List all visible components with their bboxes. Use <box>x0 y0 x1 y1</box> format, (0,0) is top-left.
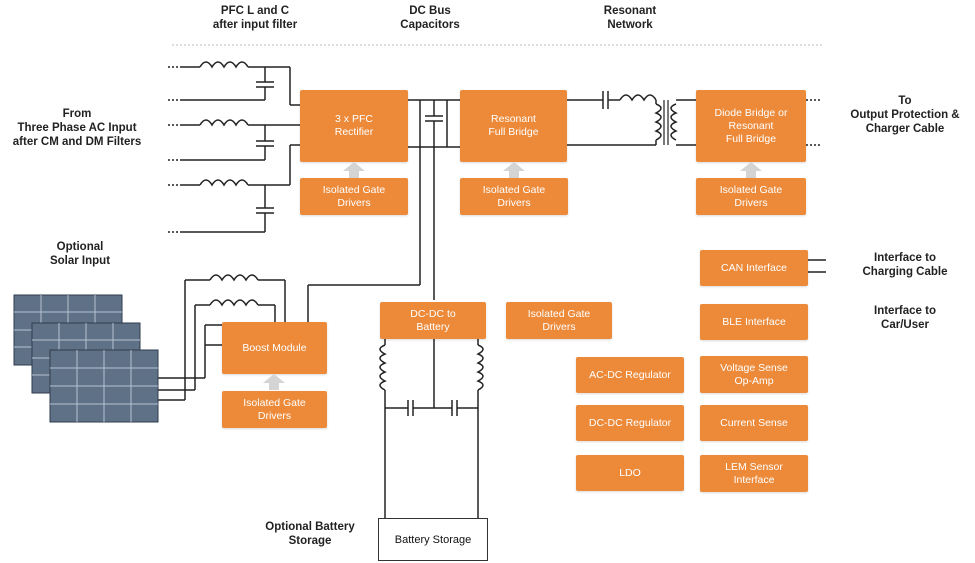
pfc-rectifier-text: 3 x PFC Rectifier <box>334 113 374 138</box>
gate-drivers-boost-text: Isolated Gate Drivers <box>243 396 306 422</box>
gate-drivers-pfc-text: Isolated Gate Drivers <box>322 183 386 209</box>
dcdc-battery-text: DC-DC to Battery <box>410 307 456 333</box>
charging-cable-label: Interface to Charging Cable <box>862 252 948 278</box>
battery-storage-box: Battery Storage <box>378 518 488 561</box>
battery-storage-label: Optional Battery Storage <box>265 521 355 547</box>
dc-bus <box>300 99 460 331</box>
gate-drivers-dcdc-block: Isolated Gate Drivers <box>506 302 612 339</box>
gate-drivers-diode-block: Isolated Gate Drivers <box>696 178 806 215</box>
boost-module-text: Boost Module <box>242 341 307 354</box>
gate-arrow-boost-icon <box>263 374 285 383</box>
voltage-sense-block: Voltage Sense Op-Amp <box>700 356 808 393</box>
gate-drivers-diode-text: Isolated Gate Drivers <box>719 183 783 209</box>
ldo-text: LDO <box>619 466 641 479</box>
ble-interface-block: BLE Interface <box>700 304 808 340</box>
gate-drivers-dcdc-text: Isolated Gate Drivers <box>527 307 591 333</box>
pfc-header-label: PFC L and C after input filter <box>212 5 298 31</box>
solar-panels-icon <box>13 294 159 423</box>
can-interface-text: CAN Interface <box>721 261 787 274</box>
gate-arrow-diode-icon <box>740 162 762 171</box>
resonant-header-label: Resonant Network <box>603 5 657 31</box>
diode-bridge-text: Diode Bridge or Resonant Full Bridge <box>714 106 788 145</box>
gate-drivers-resonant-block: Isolated Gate Drivers <box>460 178 568 215</box>
gate-arrow-resonant-stem <box>509 171 519 178</box>
ac-input-lines <box>168 61 300 233</box>
gate-arrow-pfc-stem <box>349 171 359 178</box>
gate-drivers-pfc-block: Isolated Gate Drivers <box>300 178 408 215</box>
gate-arrow-resonant-icon <box>503 162 525 171</box>
resonant-full-bridge-text: Resonant Full Bridge <box>488 113 539 138</box>
resonant-full-bridge-block: Resonant Full Bridge <box>460 90 567 162</box>
car-user-label: Interface to Car/User <box>874 305 936 331</box>
ldo-block: LDO <box>576 455 684 491</box>
battery-network <box>379 339 484 518</box>
dc-bus-header-label: DC Bus Capacitors <box>400 5 460 31</box>
solar-input-label: Optional Solar Input <box>49 241 111 267</box>
can-interface-block: CAN Interface <box>700 250 808 286</box>
lem-sensor-block: LEM Sensor Interface <box>700 455 808 492</box>
resonant-network <box>567 91 826 273</box>
ac-dc-regulator-text: AC-DC Regulator <box>589 368 671 381</box>
gate-arrow-pfc-icon <box>343 162 365 171</box>
ac-input-label: From Three Phase AC Input after CM and D… <box>12 108 142 148</box>
dc-dc-regulator-block: DC-DC Regulator <box>576 405 684 441</box>
current-sense-text: Current Sense <box>720 416 788 429</box>
voltage-sense-text: Voltage Sense Op-Amp <box>720 361 788 387</box>
gate-drivers-boost-block: Isolated Gate Drivers <box>222 391 327 428</box>
pfc-rectifier-block: 3 x PFC Rectifier <box>300 90 408 162</box>
dc-dc-regulator-text: DC-DC Regulator <box>588 416 672 429</box>
battery-storage-text: Battery Storage <box>394 533 472 546</box>
boost-inductors <box>155 274 286 401</box>
gate-arrow-diode-stem <box>746 171 756 178</box>
ble-interface-text: BLE Interface <box>722 315 786 328</box>
ac-dc-regulator-block: AC-DC Regulator <box>576 357 684 393</box>
output-label: To Output Protection & Charger Cable <box>850 95 960 135</box>
lem-sensor-text: LEM Sensor Interface <box>725 460 783 486</box>
gate-drivers-resonant-text: Isolated Gate Drivers <box>482 183 546 209</box>
current-sense-block: Current Sense <box>700 405 808 441</box>
gate-arrow-boost-stem <box>269 383 279 390</box>
dcdc-battery-block: DC-DC to Battery <box>380 302 486 339</box>
boost-module-block: Boost Module <box>222 322 327 374</box>
diode-bridge-block: Diode Bridge or Resonant Full Bridge <box>696 90 806 162</box>
